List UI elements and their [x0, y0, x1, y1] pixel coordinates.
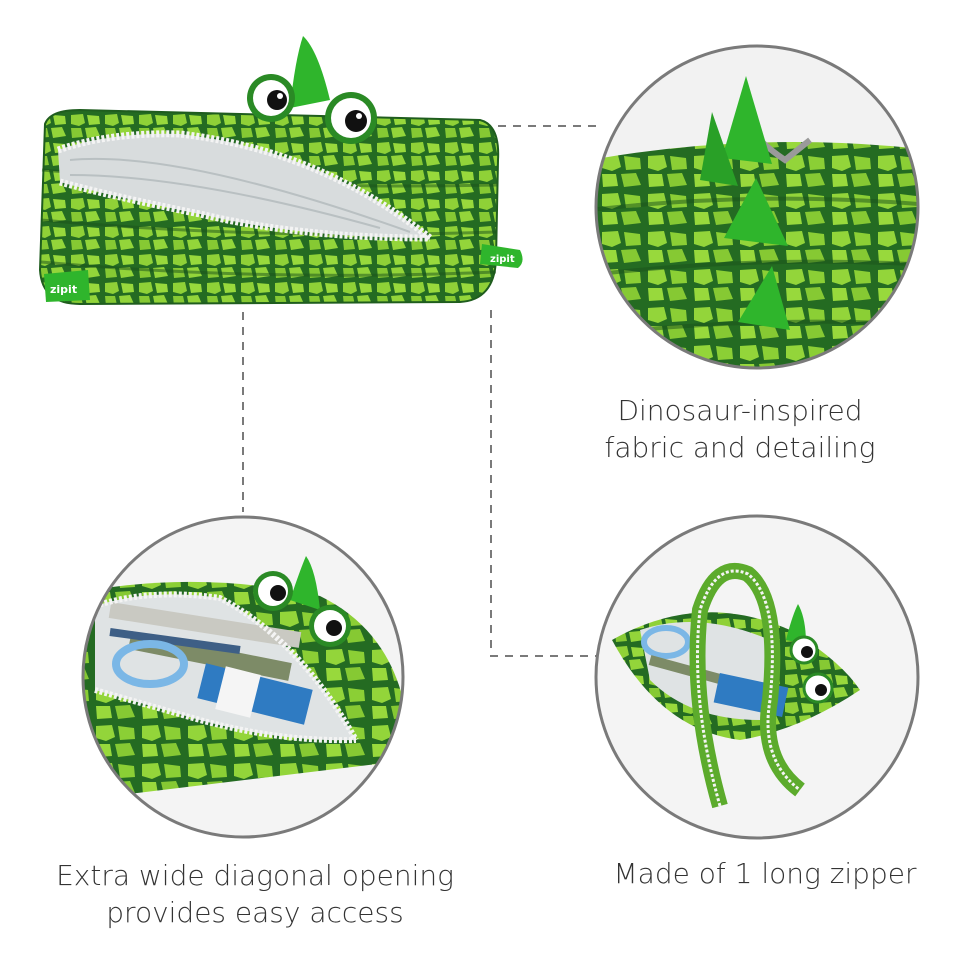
leader-line-zipper: [490, 310, 600, 657]
brand-tag: [44, 270, 90, 302]
caption-zipper-line-1: Made of 1 long zipper: [613, 857, 917, 890]
caption-zipper: Made of 1 long zipper: [585, 855, 945, 892]
leader-lines: [242, 125, 600, 657]
zipper-pull-brand-text: zipit: [490, 254, 515, 265]
caption-opening: Extra wide diagonal opening provides eas…: [20, 857, 490, 931]
zipper-pull-tag: [480, 244, 523, 268]
eye-left: [247, 74, 295, 122]
detail-circle-opening: [81, 515, 405, 839]
fabric-spike-4: [738, 266, 790, 330]
brand-tag-text: zipit: [50, 283, 77, 296]
caption-opening-line-1: Extra wide diagonal opening: [56, 859, 454, 892]
caption-fabric-line-2: fabric and detailing: [604, 431, 876, 464]
main-product-image: zipit zipit: [38, 36, 523, 306]
caption-opening-line-2: provides easy access: [106, 896, 404, 929]
fabric-spike-1: [722, 76, 772, 164]
fabric-spike-2: [700, 112, 738, 186]
eye-right: [325, 92, 377, 144]
caption-fabric-line-1: Dinosaur-inspired: [617, 394, 863, 427]
detail-circle-zipper: [594, 514, 920, 840]
caption-fabric: Dinosaur-inspired fabric and detailing: [560, 392, 920, 466]
detail-circle-fabric: [594, 44, 920, 370]
dino-spike: [290, 36, 330, 108]
fabric-spike-3: [724, 178, 788, 246]
